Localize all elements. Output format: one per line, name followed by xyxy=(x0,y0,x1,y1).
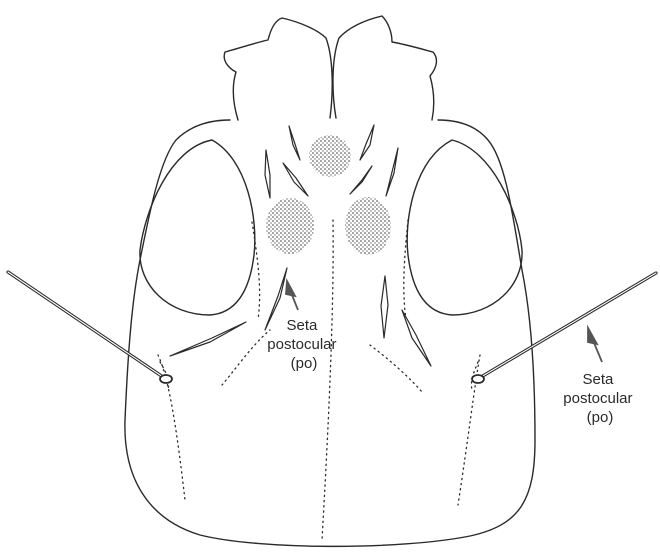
right-label-line1: Seta xyxy=(582,371,614,388)
center-label-arrowhead xyxy=(286,281,295,296)
seta-upper-left-3 xyxy=(283,163,308,196)
center-label-line3: (po) xyxy=(291,355,318,372)
left-postocular-seta-core xyxy=(8,272,163,377)
left-antenna-segment xyxy=(224,18,332,120)
seta-lower-left xyxy=(170,322,246,356)
center-label: Seta postocular (po) xyxy=(267,317,340,372)
right-label-line2: postocular xyxy=(563,390,632,407)
right-label-line3: (po) xyxy=(587,409,614,426)
left-sensory-pit xyxy=(266,198,314,254)
left-inner-suture xyxy=(222,330,270,385)
right-compound-eye xyxy=(407,140,522,315)
right-seta-socket xyxy=(472,375,484,383)
midline-suture xyxy=(322,220,333,540)
head-capsule-outline xyxy=(125,120,535,546)
seta-upper-right-1 xyxy=(360,125,374,160)
right-inner-suture xyxy=(370,345,422,392)
center-label-line1: Seta xyxy=(286,317,318,334)
seta-upper-left-2 xyxy=(265,150,270,198)
right-label: Seta postocular (po) xyxy=(563,371,636,426)
right-sensory-pit xyxy=(345,197,391,255)
right-antenna-segment xyxy=(333,16,436,120)
left-compound-eye xyxy=(140,140,255,315)
seta-upper-left-1 xyxy=(289,126,300,160)
seta-mid-right-2 xyxy=(402,310,431,366)
left-eye-margin-dots xyxy=(252,222,260,320)
right-postocular-seta-core xyxy=(481,273,656,377)
seta-mid-left xyxy=(265,268,287,330)
seta-upper-right-3 xyxy=(350,166,372,194)
seta-mid-right-1 xyxy=(381,276,388,338)
left-seta-socket xyxy=(160,375,172,383)
seta-upper-right-2 xyxy=(386,148,398,196)
center-label-line2: postocular xyxy=(267,336,336,353)
right-label-arrowhead xyxy=(588,328,597,344)
upper-sensory-pit xyxy=(309,135,351,177)
